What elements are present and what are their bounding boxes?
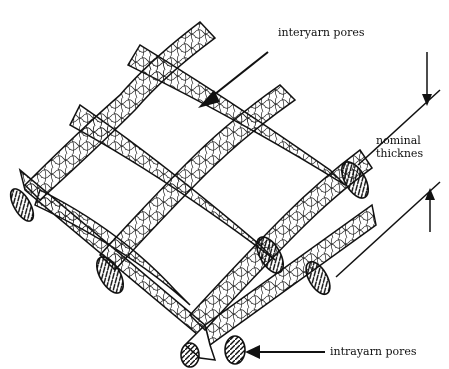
intrayarn-pores-label: intrayarn pores (330, 345, 417, 358)
interyarn-arrow (198, 52, 268, 108)
nominal-thickness-label-line2: thicknes (376, 147, 423, 160)
nominal-thickness-label-line1: nominal (376, 134, 421, 147)
intrayarn-arrow (245, 345, 325, 359)
interyarn-pores-label: interyarn pores (278, 26, 364, 39)
